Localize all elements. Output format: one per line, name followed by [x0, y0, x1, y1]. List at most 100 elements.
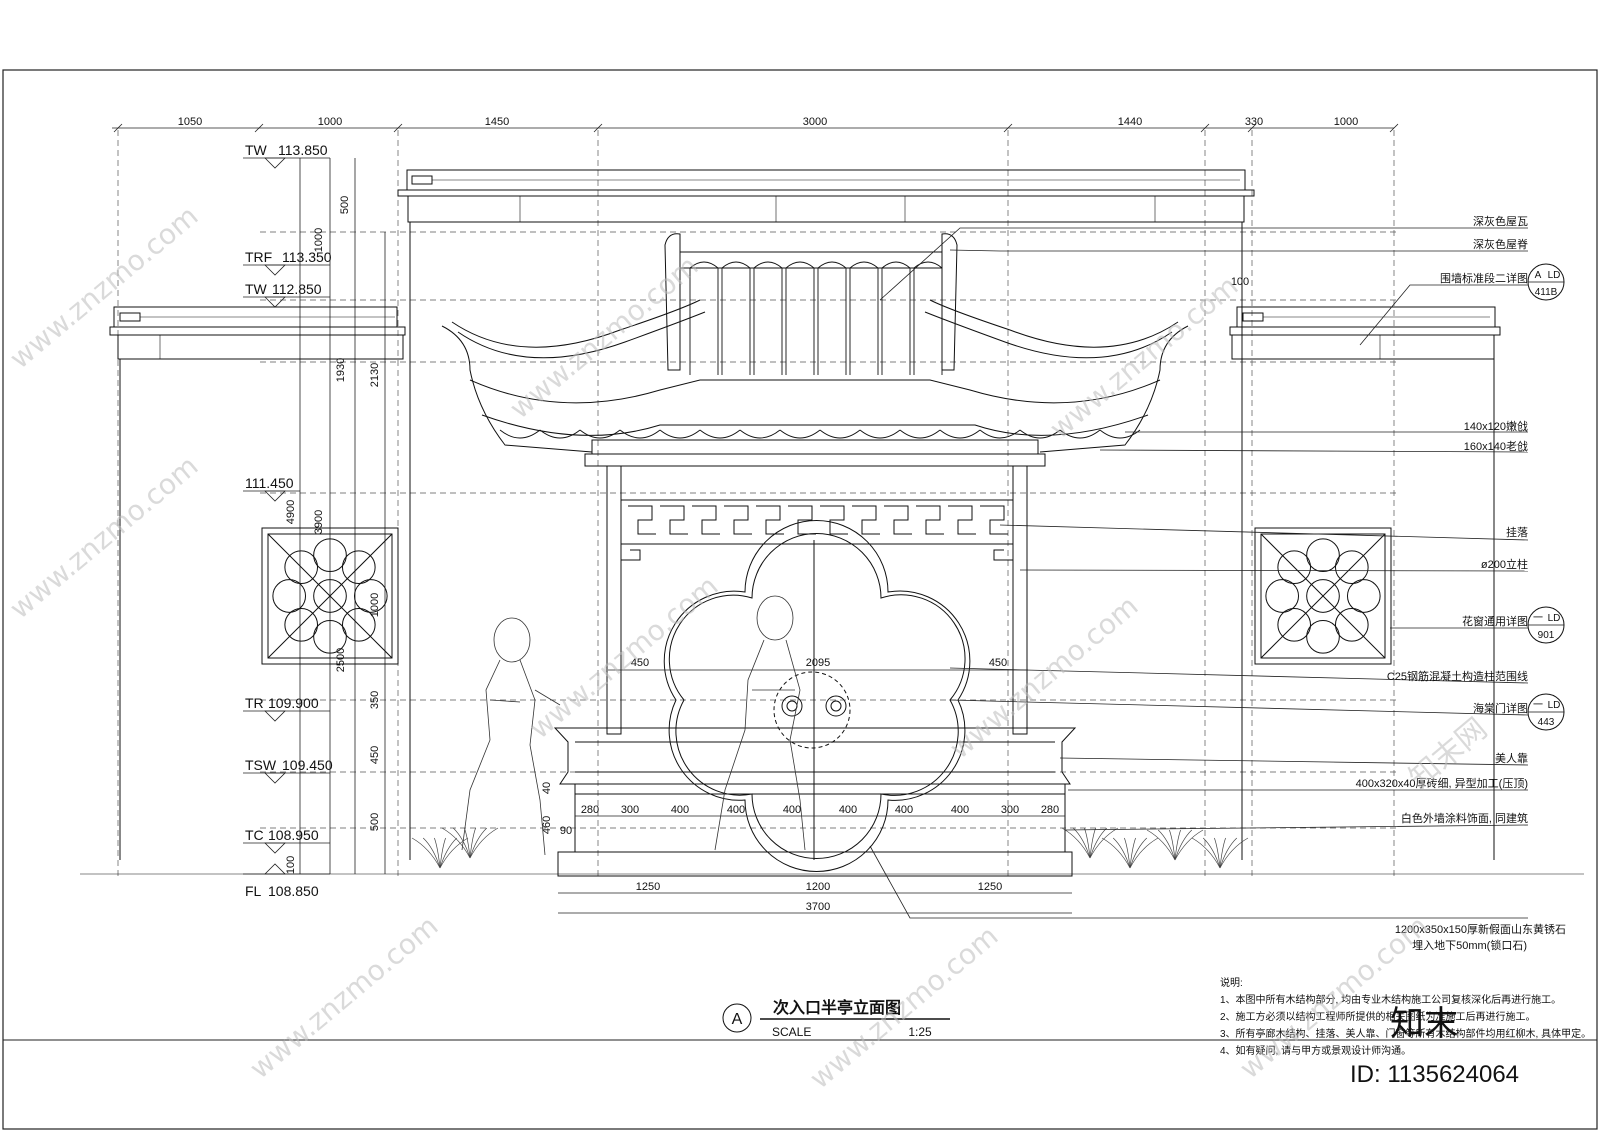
vdim-2130: 2130 — [369, 363, 381, 387]
vdim-350: 350 — [369, 691, 381, 709]
svg-text:TW: TW — [245, 142, 268, 158]
dimension-tick — [254, 123, 264, 133]
shrub-leaf — [439, 837, 446, 869]
vertical-dimension-lines — [299, 158, 386, 874]
fret-meander — [948, 505, 976, 535]
shrub-leaf — [1061, 827, 1091, 859]
roof-tile-ridge — [785, 261, 815, 375]
eave-scallop — [1019, 429, 1061, 439]
svg-text:一: 一 — [1533, 613, 1543, 624]
callout-leader-lines — [869, 227, 1529, 919]
vdim-90: 90 — [560, 825, 572, 837]
svg-text:111.450: 111.450 — [245, 475, 294, 491]
window-petal — [1334, 607, 1369, 642]
dim-1200: 1200 — [806, 881, 830, 893]
eave-scallop — [1099, 429, 1141, 439]
dimension-tick — [393, 123, 403, 133]
left-lattice-window — [261, 527, 399, 665]
svg-text:TR: TR — [245, 695, 264, 711]
dimension-tick — [593, 123, 603, 133]
svg-text:108.950: 108.950 — [268, 827, 319, 843]
detail-reference-symbols: A LD 411B 一 LD 901 一 LD 443 — [1527, 263, 1565, 731]
shrub-leaf — [1169, 829, 1176, 861]
vdim-460: 460 — [541, 816, 553, 834]
eave-scallop — [779, 429, 821, 439]
elevation-tw-top: TW 113.850 — [243, 142, 330, 169]
watermark-site-5: www.znzmo.com — [523, 569, 724, 745]
vdim-500-bottom: 500 — [369, 813, 381, 831]
window-diagonal — [267, 533, 393, 659]
shrub-leaf — [469, 827, 476, 859]
window-petal — [1334, 550, 1369, 585]
window-frame-outer — [1254, 527, 1392, 665]
title-scale: 1:25 — [908, 1025, 932, 1039]
svg-text:109.900: 109.900 — [268, 695, 319, 711]
shrub-leaf — [1129, 837, 1136, 869]
shrub-leaf — [464, 827, 471, 859]
callout-wall-detail: 围墙标准段二详图 — [1440, 271, 1528, 285]
vdim-2500: 2500 — [335, 648, 347, 672]
shrub-leaf — [439, 837, 458, 869]
svg-text:LD: LD — [1548, 613, 1561, 624]
right-side-wall — [1229, 306, 1501, 860]
left-side-wall — [109, 306, 406, 860]
detail-ref-901: 一 LD 901 — [1527, 606, 1565, 644]
dim-1440: 1440 — [1118, 116, 1142, 128]
watermark-site-7: www.znzmo.com — [243, 909, 444, 1085]
window-diagonal — [1260, 533, 1386, 659]
note-line-1: 1、本图中所有木结构部分, 均由专业木结构施工公司复核深化后再进行施工。 — [1220, 993, 1561, 1006]
fret-meander — [692, 505, 720, 535]
shrub-leaf — [1174, 829, 1204, 861]
shrub-leaf — [441, 827, 471, 859]
eave-scallop — [579, 429, 621, 439]
callout-wall-paint: 白色外墙涂料饰面, 同建筑 — [1401, 811, 1528, 825]
callout-labels: 深灰色屋瓦 深灰色屋脊 围墙标准段二详图 140x120嫩戗 160x140老戗… — [1356, 214, 1566, 952]
shrub-leaf — [1219, 837, 1238, 869]
fret-corner-right — [993, 544, 1014, 561]
pavilion-roof — [441, 233, 1189, 467]
roof-tile-ridge — [689, 261, 719, 375]
dim-330: 330 — [1245, 116, 1263, 128]
note-line-2: 2、施工方必须以结构工程师所提供的相关图纸为准施工后再进行施工。 — [1220, 1010, 1536, 1023]
elevation-tsw: TSW 109.450 — [243, 757, 333, 784]
callout-door-detail: 海棠门详图 — [1473, 701, 1528, 715]
eave-scallop — [659, 429, 701, 439]
dim-seg-9: 280 — [1041, 804, 1059, 816]
eave-scallop — [979, 429, 1021, 439]
hanging-fret-lattice — [620, 499, 1014, 561]
roof-tile-ridge — [849, 261, 879, 375]
svg-text:TSW: TSW — [245, 757, 277, 773]
eave-scallop — [859, 429, 901, 439]
callout-leader — [1064, 824, 1529, 831]
shrub-leaf — [1191, 837, 1221, 869]
dim-3000: 3000 — [803, 116, 827, 128]
shrub-leaf — [1174, 829, 1181, 861]
vdim-500-top: 500 — [339, 196, 351, 214]
fret-meander — [724, 505, 752, 535]
callout-tender-rafter: 140x120嫩戗 — [1464, 419, 1528, 433]
fret-corner-left — [620, 544, 641, 561]
watermark-site-1: www.znzmo.com — [3, 199, 204, 375]
shrub-leaf — [439, 837, 469, 869]
watermark-site-4: www.znzmo.com — [3, 449, 204, 625]
window-petal — [313, 538, 347, 573]
window-petal — [1277, 550, 1312, 585]
shrub-leaf — [1129, 837, 1159, 869]
callout-concrete-column: C25钢筋混凝土构造柱范围线 — [1387, 669, 1528, 683]
callout-window-detail: 花窗通用详图 — [1462, 614, 1528, 628]
top-dimension-labels: 1050 1000 1450 3000 1440 330 1000 100 — [178, 116, 1358, 288]
callout-column: ø200立柱 — [1481, 557, 1528, 571]
vdim-40: 40 — [541, 782, 553, 794]
guide-lines — [117, 130, 1400, 880]
eave-scallop — [539, 429, 581, 439]
drawing-title-block: A 次入口半亭立面图 SCALE 1:25 — [722, 998, 950, 1039]
window-center-ring — [313, 579, 347, 613]
shrub-leaf — [1146, 829, 1176, 861]
fret-frame — [620, 499, 1014, 545]
svg-text:TRF: TRF — [245, 249, 272, 265]
elevation-tr: TR 109.900 — [243, 695, 330, 722]
dim-450-left: 450 — [631, 657, 649, 669]
eave-scallop — [1059, 429, 1101, 439]
eave-scallops — [499, 429, 1141, 439]
